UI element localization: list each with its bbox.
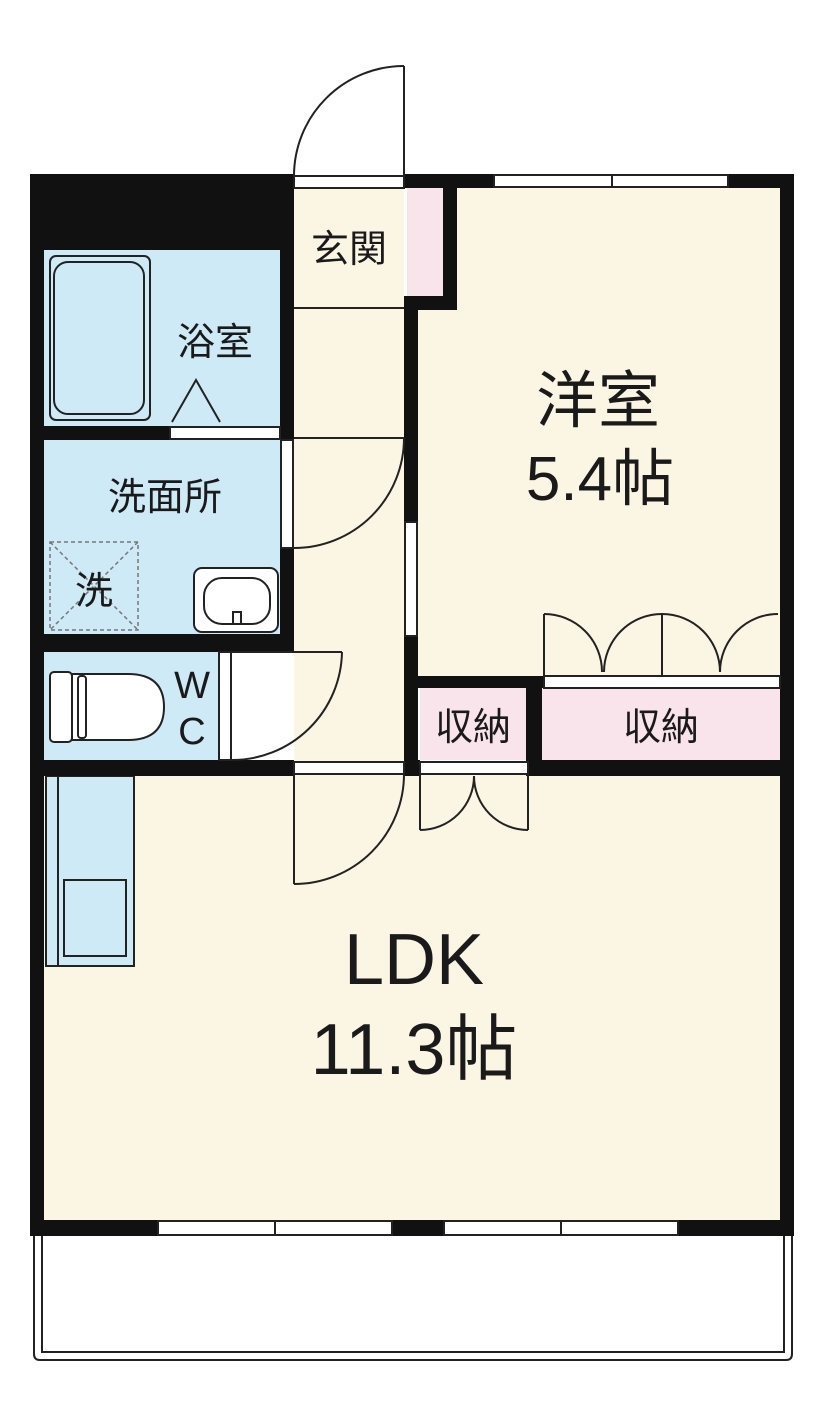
ldk-door-frame bbox=[293, 761, 405, 775]
ldk-name: LDK bbox=[344, 920, 484, 1000]
closet-door-swing-2 bbox=[603, 613, 663, 673]
wall-top-right bbox=[404, 174, 494, 188]
kitchen-sink bbox=[63, 879, 127, 957]
western-door-frame bbox=[404, 521, 418, 637]
entrance-threshold bbox=[293, 175, 405, 189]
wall-left bbox=[30, 174, 44, 1236]
wall-bottom-1 bbox=[30, 1220, 158, 1236]
wall-storage-top bbox=[404, 676, 544, 688]
wall-hall-right-2 bbox=[404, 636, 418, 776]
ldk-size: 11.3帖 bbox=[311, 1010, 518, 1090]
toilet-label-c: C bbox=[178, 711, 205, 753]
wall-bottom-2 bbox=[392, 1220, 444, 1236]
toilet-tank bbox=[49, 671, 73, 743]
wall-bottom-3 bbox=[678, 1220, 794, 1236]
wall-wet-right bbox=[280, 250, 294, 440]
storage-left-door-swing-2 bbox=[473, 775, 529, 831]
bath-door bbox=[169, 426, 281, 440]
closet-door-swing-3 bbox=[661, 613, 721, 673]
washroom-label: 洗面所 bbox=[108, 477, 222, 519]
bath-drain bbox=[171, 377, 221, 423]
washroom-door-frame bbox=[280, 439, 294, 549]
balcony-inner bbox=[41, 1236, 785, 1353]
balcony bbox=[33, 1236, 793, 1361]
bathroom-label: 浴室 bbox=[177, 322, 253, 364]
toilet-bowl bbox=[71, 673, 166, 741]
closet-door-swing-4 bbox=[719, 613, 779, 673]
western-room-floor bbox=[418, 188, 780, 676]
wall-toilet-ldk bbox=[30, 760, 294, 776]
storage-left-floor bbox=[420, 688, 526, 760]
ldk-floor bbox=[44, 770, 780, 1220]
storage-left-door-frame bbox=[419, 761, 529, 775]
shoe-storage bbox=[407, 188, 443, 296]
western-room-size: 5.4帖 bbox=[526, 445, 674, 514]
wall-right bbox=[780, 174, 794, 1236]
entrance-label: 玄関 bbox=[311, 229, 387, 271]
ldk-door-swing bbox=[293, 773, 405, 885]
entrance-door-swing bbox=[293, 65, 405, 177]
toilet-door-frame bbox=[218, 651, 232, 761]
kitchen-counter bbox=[45, 775, 135, 967]
wall-wet-right-2 bbox=[280, 548, 294, 648]
wall-top-right-2 bbox=[728, 174, 794, 188]
wall-shoe-bottom bbox=[404, 296, 457, 310]
storage-left-label: 収納 bbox=[435, 707, 511, 749]
western-room-name: 洋室 bbox=[536, 367, 660, 436]
toilet-door-swing bbox=[231, 651, 343, 761]
storage-right-floor bbox=[542, 688, 780, 760]
washer-space bbox=[49, 541, 139, 631]
wall-shoe-right bbox=[443, 188, 457, 310]
bathroom-floor bbox=[44, 250, 280, 426]
wall-storage-ldk bbox=[528, 760, 794, 776]
washer-label: 洗 bbox=[75, 571, 113, 613]
wall-bath-wash bbox=[30, 426, 170, 440]
wall-wash-toilet bbox=[30, 634, 294, 652]
wall-storage-ldk-left bbox=[404, 760, 420, 776]
toilet-seat-hinge bbox=[77, 675, 87, 739]
hallway-floor bbox=[294, 188, 404, 770]
wall-hall-right bbox=[404, 296, 418, 522]
wall-top-left-block bbox=[30, 174, 294, 250]
washroom-door-swing bbox=[293, 437, 405, 549]
bathtub bbox=[49, 255, 151, 421]
closet-track bbox=[543, 675, 781, 689]
storage-left-door-swing-1 bbox=[419, 775, 475, 831]
toilet-label-w: W bbox=[174, 665, 210, 707]
storage-right-label: 収納 bbox=[623, 707, 699, 749]
bathtub-inner bbox=[53, 261, 145, 415]
wash-basin-tap bbox=[232, 611, 242, 625]
wall-storage-divider bbox=[526, 676, 542, 776]
closet-door-swing-1 bbox=[543, 613, 603, 673]
